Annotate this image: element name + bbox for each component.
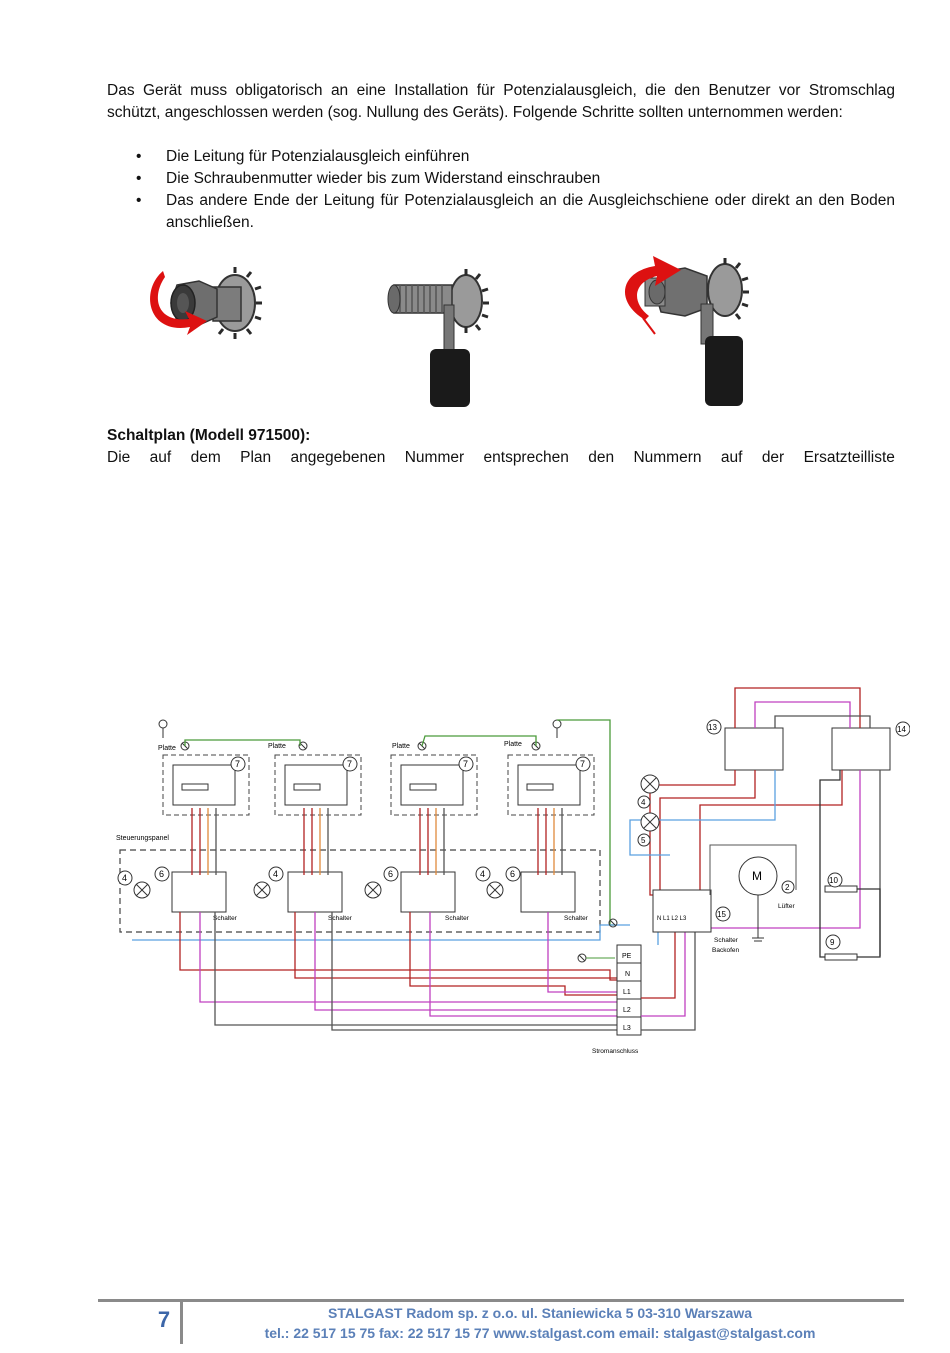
note-word: Nummer: [404, 449, 465, 466]
bolt-illustration-cable: [387, 269, 489, 407]
part-number-5: 5: [641, 836, 646, 845]
list-item: • Die Schraubenmutter wieder bis zum Wide…: [107, 168, 895, 190]
steps-list: • Die Leitung für Potenzialausgleich einf…: [107, 146, 895, 234]
control-switch-3: 6 Schalter: [364, 866, 470, 922]
control-panel-label: Steuerungspanel: [116, 835, 169, 842]
part-number-13: 13: [708, 723, 717, 732]
bolt-illustration-tighten: [624, 256, 749, 406]
hob-label: Platte: [158, 745, 176, 752]
wiring-diagram: Steuerungspanel 7 Platte 7 Platte 7 Plat…: [116, 687, 910, 1055]
part-number-6: 6: [388, 869, 393, 879]
switch-label: Schalter: [564, 915, 589, 922]
note-word: auf: [149, 449, 172, 466]
oven-switch-label-1: Schalter: [714, 937, 739, 944]
note-word: Plan: [240, 449, 272, 466]
control-panel-outline: [119, 849, 601, 933]
heating-element-14: 14: [831, 721, 910, 771]
part-number-6: 6: [159, 869, 164, 879]
switch-label: Schalter: [328, 915, 353, 922]
part-number-4: 4: [122, 873, 127, 883]
switch-label: Schalter: [445, 915, 470, 922]
part-number-4: 4: [641, 798, 646, 807]
hob-label: Platte: [504, 741, 522, 748]
part-number-9: 9: [830, 938, 835, 947]
oven-switch-label-2: Backofen: [712, 947, 739, 954]
part-number-7: 7: [347, 759, 352, 769]
step-text: Das andere Ende der Leitung für Potenzia…: [166, 192, 895, 231]
note-word: Ersatzteilliste: [803, 449, 895, 466]
note-word: der: [761, 449, 785, 466]
hob-unit-1: 7 Platte: [158, 719, 250, 816]
part-number-6: 6: [510, 869, 515, 879]
hob-unit-3: 7 Platte: [390, 741, 478, 816]
bullet-icon: •: [136, 148, 142, 165]
note-word: Die: [107, 449, 131, 466]
oven-lamp-4: 4: [637, 774, 660, 809]
note-word: auf: [720, 449, 743, 466]
note-word: den: [588, 449, 615, 466]
schematic-heading: Schaltplan (Modell 971500):: [107, 427, 311, 444]
footer-contact: tel.: 22 517 15 75 fax: 22 517 15 77 www…: [264, 1325, 816, 1341]
note-word: dem: [190, 449, 221, 466]
part-number-7: 7: [235, 759, 240, 769]
fan-label: Lüfter: [778, 903, 795, 910]
note-word: entsprechen: [483, 449, 569, 466]
oven-switch-15: N L1 L2 L3 15 Schalter Backofen: [652, 889, 739, 954]
power-terminal-block: PE N L1 L2 L3 Stromanschluss: [592, 944, 642, 1055]
resistor-9: 9: [824, 934, 858, 961]
step-text: Die Schraubenmutter wieder bis zum Wider…: [166, 170, 601, 187]
hob-label: Platte: [392, 743, 410, 750]
footer-separator: [180, 1302, 183, 1344]
heating-element-13: 13: [706, 719, 784, 771]
bolt-illustration-insert: [150, 267, 262, 339]
page-number: 7: [157, 1307, 171, 1332]
part-number-4: 4: [273, 869, 278, 879]
hob-unit-2: 7 Platte: [268, 741, 362, 816]
footer-divider: [98, 1299, 904, 1302]
part-number-2: 2: [785, 883, 790, 892]
step-text: Die Leitung für Potenzialausgleich einfü…: [166, 148, 470, 165]
resistor-10: 10: [824, 872, 858, 893]
bullet-icon: •: [136, 192, 142, 209]
switch15-terminals: N L1 L2 L3: [657, 916, 687, 922]
list-item: • Das andere Ende der Leitung für Potenzi…: [107, 190, 895, 234]
part-number-7: 7: [580, 759, 585, 769]
list-item: • Die Leitung für Potenzialausgleich einf…: [107, 146, 895, 168]
terminal-n: N: [625, 971, 630, 978]
control-switch-1: 6 4 Schalter: [117, 866, 238, 922]
terminal-l2: L2: [623, 1007, 631, 1014]
part-number-14: 14: [897, 725, 906, 734]
bullet-icon: •: [136, 170, 142, 187]
part-number-15: 15: [717, 910, 726, 919]
part-number-7: 7: [463, 759, 468, 769]
note-word: angegebenen: [290, 449, 386, 466]
part-number-10: 10: [829, 876, 838, 885]
terminal-l3: L3: [623, 1025, 631, 1032]
fan-motor: M 2 Lüfter: [709, 844, 797, 942]
note-word: Nummern: [633, 449, 702, 466]
power-connection-label: Stromanschluss: [592, 1048, 639, 1055]
terminal-l1: L1: [623, 989, 631, 996]
part-number-4: 4: [480, 869, 485, 879]
motor-symbol: M: [752, 869, 762, 883]
terminal-pe: PE: [622, 953, 632, 960]
control-switch-4: 4 6 Schalter: [475, 866, 589, 922]
hob-unit-4: 7 Platte: [504, 719, 595, 816]
switch-label: Schalter: [213, 915, 238, 922]
footer-company: STALGAST Radom sp. z o.o. ul. Staniewick…: [327, 1305, 752, 1321]
schematic-note: Die auf dem Plan angegebenen Nummer ents…: [107, 449, 895, 467]
control-switch-2: 4 Schalter: [253, 866, 353, 922]
intro-paragraph: Das Gerät muss obligatorisch an eine Ins…: [107, 82, 895, 121]
oven-lamp-5: 5: [637, 812, 660, 847]
hob-label: Platte: [268, 743, 286, 750]
